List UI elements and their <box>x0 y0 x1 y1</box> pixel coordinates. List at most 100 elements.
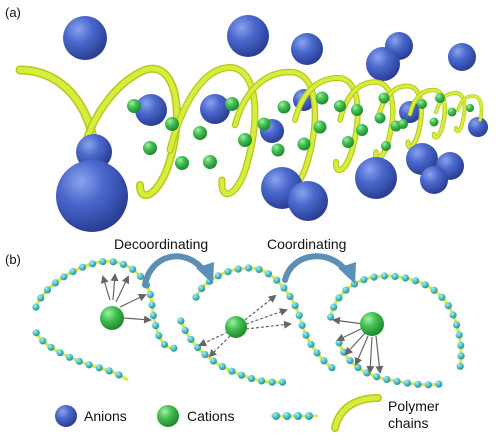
polymer-bead <box>335 294 343 302</box>
polymer-bead <box>328 364 336 372</box>
polymer-bead <box>424 381 432 389</box>
polymer-bead <box>148 301 156 309</box>
polymer-bead <box>237 371 246 379</box>
cation <box>165 117 179 131</box>
polymer-bead <box>209 357 217 365</box>
polymer-bead <box>136 272 145 280</box>
polymer-bead <box>79 263 87 271</box>
polymer-bead <box>350 280 358 288</box>
cation <box>315 91 329 105</box>
polymer-bead <box>105 367 113 375</box>
polymer-bead <box>152 322 160 330</box>
cation <box>143 141 157 155</box>
curved-arrow-icon <box>282 253 356 284</box>
polymer-bead <box>453 321 461 329</box>
polymer-bead <box>335 339 343 347</box>
polymer-bead <box>69 268 77 276</box>
cation <box>193 126 207 140</box>
polymer-bead <box>455 331 463 339</box>
polymer-chain-right <box>327 272 465 389</box>
cation <box>447 107 457 117</box>
polymer-bead <box>273 276 281 284</box>
polymer-bead <box>340 348 348 356</box>
polymer-bead <box>278 378 287 386</box>
anion <box>366 47 400 81</box>
polymer-bead <box>444 302 452 310</box>
cation <box>342 136 354 148</box>
panel-a-label: (a) <box>5 5 21 20</box>
cation <box>381 141 391 151</box>
cation <box>435 93 445 103</box>
cation <box>356 124 368 136</box>
polymer-bead <box>51 279 60 287</box>
cation <box>257 117 271 131</box>
coordination-arrows-left <box>100 273 152 324</box>
cation <box>466 104 474 112</box>
cation-left <box>100 306 124 330</box>
cation <box>334 100 346 112</box>
polymer-bead <box>391 272 399 280</box>
polymer-bead <box>181 326 189 334</box>
polymer-bead <box>149 311 157 319</box>
polymer-bead <box>264 270 272 278</box>
decoordination-arrows <box>198 294 292 358</box>
polymer-bead <box>435 380 443 388</box>
polymer-bead <box>214 272 222 280</box>
polymer-bead <box>320 357 328 365</box>
legend-polymer-line2: chains <box>388 415 429 431</box>
curved-arrow-icon <box>142 253 214 288</box>
cation <box>417 99 427 109</box>
polymer-bead <box>393 377 401 385</box>
polymer-bead <box>177 317 185 325</box>
cation <box>351 104 363 116</box>
legend-bead-chain-swatch <box>271 412 318 420</box>
polymer-bead <box>457 341 465 349</box>
polymer-bead <box>373 373 381 381</box>
polymer-bead <box>245 264 253 272</box>
polymer-bead <box>187 335 195 343</box>
polymer-bead <box>60 273 68 281</box>
polymer-bead <box>85 361 93 369</box>
polymer-bead <box>43 286 52 294</box>
anion <box>200 94 230 124</box>
polymer-bead <box>109 258 117 266</box>
polymer-bead <box>75 357 83 365</box>
polymer-bead <box>170 344 178 352</box>
polymer-bead <box>363 369 371 377</box>
legend <box>55 394 382 432</box>
polymer-bead <box>295 311 303 319</box>
cation <box>374 112 386 124</box>
anion <box>448 43 476 71</box>
legend-polymer-label: Polymer chains <box>388 398 439 432</box>
polymer-bead <box>414 380 422 388</box>
polymer-bead <box>234 265 242 273</box>
polymer-bead <box>401 274 409 282</box>
polymer-bead <box>430 286 438 294</box>
polymer-bead <box>370 273 378 281</box>
cation <box>313 120 327 134</box>
anion <box>291 33 323 65</box>
polymer-bead <box>330 303 338 311</box>
polymer-bead <box>327 313 335 321</box>
polymer-bead <box>360 276 368 284</box>
anion <box>135 94 167 126</box>
anion <box>355 157 397 199</box>
polymer-bead <box>32 303 40 311</box>
legend-polymer-line1: Polymer <box>388 398 440 414</box>
polymer-bead <box>65 353 74 361</box>
polymer-bead <box>268 378 276 386</box>
polymer-bead <box>342 286 350 294</box>
polymer-bead <box>411 277 420 285</box>
polymer-chain-middle <box>177 264 336 386</box>
panel-b-label: (b) <box>5 252 21 267</box>
cation-right <box>360 312 384 336</box>
cation <box>297 137 311 151</box>
cation <box>378 92 390 104</box>
cation <box>225 97 239 111</box>
cation <box>175 156 189 170</box>
polymer-bead <box>160 340 168 349</box>
polymer-bead <box>449 311 457 319</box>
coordination-arrows-right <box>332 316 384 374</box>
polymer-bead <box>32 329 40 337</box>
